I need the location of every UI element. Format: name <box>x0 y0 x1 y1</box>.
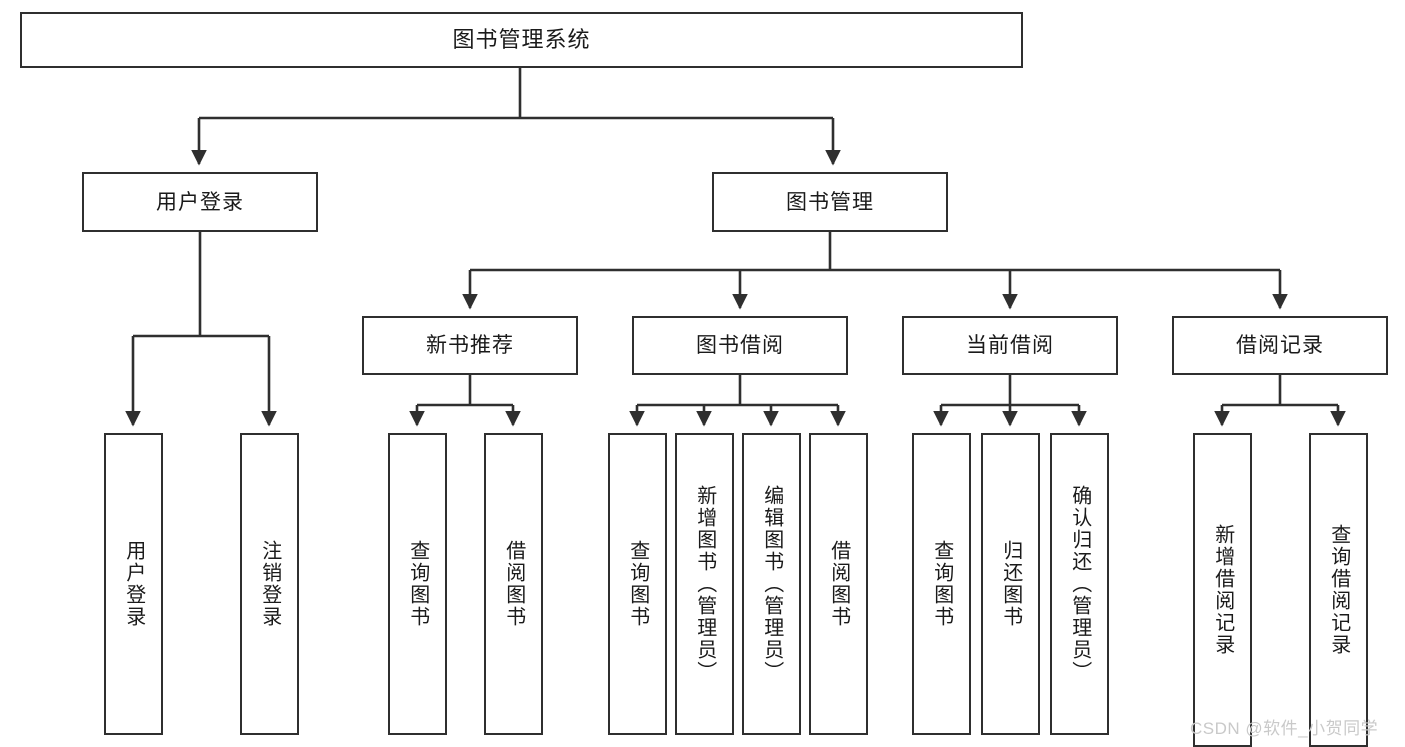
leaf-current-return-book[interactable]: 归还图书 <box>981 433 1040 735</box>
node-user-login[interactable]: 用户登录 <box>82 172 318 232</box>
node-book-borrow[interactable]: 图书借阅 <box>632 316 848 375</box>
leaf-current-confirm-return-admin[interactable]: 确认归还（管理员） <box>1050 433 1109 735</box>
leaf-user-login-signout[interactable]: 注销登录 <box>240 433 299 735</box>
leaf-borrow-borrow-book[interactable]: 借阅图书 <box>809 433 868 735</box>
leaf-borrow-query-book[interactable]: 查询图书 <box>608 433 667 735</box>
csdn-watermark: CSDN @软件_小贺同学 <box>1190 719 1379 738</box>
leaf-recommend-borrow-book[interactable]: 借阅图书 <box>484 433 543 735</box>
node-new-book-recommend[interactable]: 新书推荐 <box>362 316 578 375</box>
leaf-current-query-book[interactable]: 查询图书 <box>912 433 971 735</box>
leaf-borrow-edit-book-admin[interactable]: 编辑图书（管理员） <box>742 433 801 735</box>
leaf-recommend-query-book[interactable]: 查询图书 <box>388 433 447 735</box>
leaf-record-query-borrow-record[interactable]: 查询借阅记录 <box>1309 433 1368 747</box>
node-borrow-record[interactable]: 借阅记录 <box>1172 316 1388 375</box>
node-current-borrow[interactable]: 当前借阅 <box>902 316 1118 375</box>
leaf-record-add-borrow-record[interactable]: 新增借阅记录 <box>1193 433 1252 747</box>
leaf-borrow-add-book-admin[interactable]: 新增图书（管理员） <box>675 433 734 735</box>
node-book-management[interactable]: 图书管理 <box>712 172 948 232</box>
node-root-book-management-system[interactable]: 图书管理系统 <box>20 12 1023 68</box>
leaf-user-login-signin[interactable]: 用户登录 <box>104 433 163 735</box>
